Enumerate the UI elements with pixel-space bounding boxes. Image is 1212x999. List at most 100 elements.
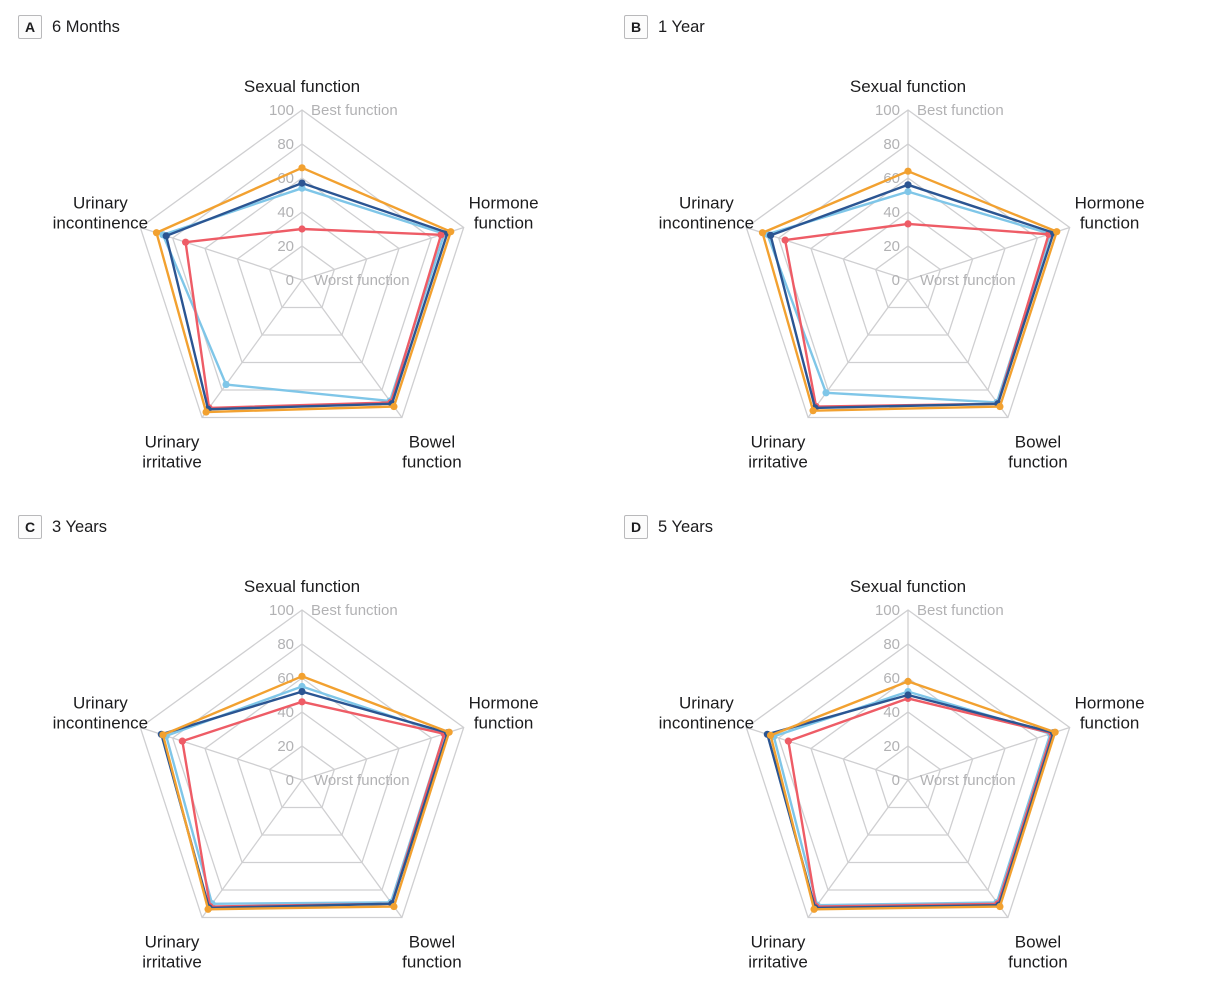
tick-label: 20 — [277, 738, 294, 755]
tick-label: 80 — [277, 136, 294, 153]
tick-label: 0 — [286, 272, 294, 289]
best-function-annotation: Best function — [917, 602, 1004, 619]
tick-label: 80 — [883, 636, 900, 653]
series-navy-point — [904, 691, 912, 699]
series-light-blue-point — [298, 184, 306, 192]
series-navy-point — [298, 688, 306, 696]
tick-label: 40 — [883, 704, 900, 721]
series-orange-point — [298, 672, 306, 680]
panel-b-header: B 1 Year — [624, 14, 1212, 40]
series-orange-point — [447, 228, 455, 236]
series-navy — [157, 688, 452, 912]
series-navy-point — [766, 231, 775, 239]
panel-d-letter-badge: D — [624, 515, 648, 539]
series-light-blue-point — [822, 389, 830, 397]
series-orange-point — [159, 731, 167, 739]
series-light-blue-point — [222, 380, 230, 389]
series-orange — [758, 167, 1061, 415]
series-orange-point — [390, 902, 398, 911]
tick-label: 40 — [883, 204, 900, 221]
series-red-point — [437, 231, 445, 239]
panel-a-header: A 6 Months — [18, 14, 606, 40]
series-orange — [152, 164, 455, 416]
panel-b-letter-badge: B — [624, 15, 648, 39]
series-orange-point — [996, 402, 1004, 411]
panel-a-letter-badge: A — [18, 15, 42, 39]
series-orange-point — [204, 905, 212, 913]
series-red-point — [904, 220, 912, 228]
series-orange-point — [445, 728, 453, 736]
series-orange — [159, 672, 453, 913]
series-orange — [766, 677, 1059, 913]
series-orange-point — [298, 164, 306, 172]
worst-function-annotation: Worst function — [920, 272, 1016, 289]
series-orange-point — [202, 408, 210, 416]
worst-function-annotation: Worst function — [314, 772, 410, 789]
tick-label: 0 — [286, 772, 294, 789]
series-light-blue-point — [904, 188, 912, 196]
series-orange-point — [810, 905, 818, 913]
tick-label: 0 — [892, 272, 900, 289]
series-orange-point — [152, 229, 161, 237]
panel-c-letter-badge: C — [18, 515, 42, 539]
axis-label: Sexual function — [850, 577, 966, 596]
panel-d-title: 5 Years — [658, 517, 714, 536]
series-orange-point — [809, 407, 817, 415]
axis-label: Sexual function — [244, 77, 360, 96]
tick-label: 80 — [883, 136, 900, 153]
panel-a-title: 6 Months — [52, 17, 120, 36]
series-red — [178, 698, 448, 911]
worst-function-annotation: Worst function — [920, 772, 1016, 789]
tick-label: 80 — [277, 636, 294, 653]
tick-label: 40 — [277, 204, 294, 221]
tick-label: 100 — [875, 602, 900, 619]
series-red — [784, 694, 1056, 911]
series-orange-point — [758, 229, 767, 237]
tick-label: 20 — [277, 238, 294, 255]
series-navy-point — [904, 181, 912, 189]
series-red-point — [178, 737, 186, 745]
series-orange-point — [904, 167, 912, 175]
series-navy-point — [162, 232, 170, 240]
radar-grid — [139, 609, 465, 919]
axis-label: Sexual function — [244, 577, 360, 596]
axis-label: Sexual function — [850, 77, 966, 96]
tick-label: 60 — [883, 670, 900, 687]
series-red-point — [781, 236, 789, 244]
tick-label: 100 — [875, 102, 900, 119]
tick-label: 100 — [269, 102, 294, 119]
tick-label: 100 — [269, 602, 294, 619]
panel-c-header: C 3 Years — [18, 514, 606, 540]
series-orange-point — [1051, 728, 1059, 736]
series-orange-point — [766, 731, 775, 739]
